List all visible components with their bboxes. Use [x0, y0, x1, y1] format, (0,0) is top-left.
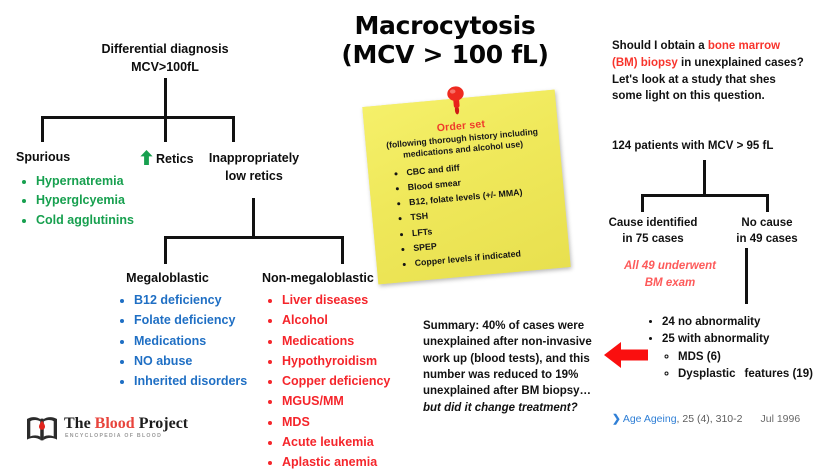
- tree-connector-drop-retics: [164, 116, 167, 142]
- bm-exam-line1: All 49 underwent: [623, 260, 717, 272]
- left-arrow-icon: [604, 341, 648, 369]
- page-title-line2: (MCV > 100 fL): [341, 39, 549, 69]
- branch-label-spurious: Spurious: [16, 150, 71, 164]
- logo-word-the: The: [64, 415, 95, 432]
- cause-identified-label: Cause identified in 75 cases: [606, 215, 700, 248]
- list-item: Alcohol: [282, 310, 390, 330]
- no-cause-line2: in 49 cases: [736, 233, 798, 246]
- brand-logo-text: The Blood Project: [64, 415, 188, 433]
- dysplastic-rest: features (19): [744, 367, 813, 380]
- differential-diagnosis-heading: Differential diagnosis MCV>100fL: [60, 40, 270, 76]
- low-retics-line2: low retics: [225, 168, 283, 183]
- list-item: Liver diseases: [282, 290, 390, 310]
- bm-exam-annotation: All 49 underwent BM exam: [608, 258, 732, 291]
- branch-label-inappropriately-low-retics: Inappropriately low retics: [200, 150, 308, 185]
- question-highlight: bone marrow (BM) biopsy: [612, 40, 781, 69]
- list-item: 24 no abnormality: [662, 314, 820, 331]
- list-item: Dysplastic features (19): [678, 366, 820, 383]
- no-cause-line1: No cause: [741, 217, 793, 229]
- list-item: Acute leukemia: [282, 432, 390, 452]
- chevron-right-icon: ❯: [612, 413, 621, 425]
- list-item: Copper deficiency: [282, 371, 390, 391]
- list-item: Folate deficiency: [134, 310, 247, 330]
- no-cause-label: No cause in 49 cases: [722, 215, 812, 248]
- list-item: 25 with abnormality MDS (6) Dysplastic fe…: [662, 331, 820, 383]
- branch-label-retics: Retics: [140, 150, 194, 168]
- cause-identified-line2: in 75 cases: [622, 233, 684, 246]
- list-item-label: 25 with abnormality: [662, 333, 770, 346]
- up-arrow-icon: [140, 150, 153, 168]
- logo-word-blood: Blood: [94, 415, 135, 432]
- brand-tagline: ENCYCLOPEDIA OF BLOOD: [65, 433, 163, 439]
- question-part1: Should I obtain a: [612, 40, 708, 52]
- dd-heading-line1: Differential diagnosis: [101, 42, 229, 56]
- push-pin-icon: [442, 84, 471, 116]
- list-item: MDS: [282, 412, 390, 432]
- study-tree-bar: [641, 194, 768, 197]
- low-retics-line1: Inappropriately: [208, 151, 300, 165]
- list-item: NO abuse: [134, 351, 247, 371]
- list-item: Cold agglutinins: [36, 211, 134, 230]
- list-item: B12 deficiency: [134, 290, 247, 310]
- tree-connector-drop-spurious: [41, 116, 44, 142]
- list-item: Medications: [134, 331, 247, 351]
- page-title: Macrocytosis (MCV > 100 fL): [310, 11, 580, 70]
- order-set-list: CBC and diff Blood smear B12, folate lev…: [394, 155, 529, 272]
- tree-connector-drop-low-retics: [232, 116, 235, 142]
- list-item: Hypothyroidism: [282, 351, 390, 371]
- study-tree-drop-bm-findings: [745, 248, 748, 304]
- list-item: Hypernatremia: [36, 172, 134, 191]
- question-part2: in unexplained cases? Let's look at a st…: [612, 56, 804, 103]
- dd-heading-line2: MCV>100fL: [131, 60, 199, 75]
- study-question: Should I obtain a bone marrow (BM) biops…: [612, 38, 808, 105]
- list-item: MDS (6): [678, 349, 820, 366]
- list-item: MGUS/MM: [282, 391, 390, 411]
- list-item: Medications: [282, 331, 390, 351]
- tree-connector-bar-level2: [164, 236, 344, 239]
- tree-connector-drop-megaloblastic: [164, 236, 167, 264]
- nonmegaloblastic-heading: Non-megaloblastic: [262, 271, 374, 285]
- cause-identified-line1: Cause identified: [608, 217, 698, 229]
- tree-connector-bar-level1: [41, 116, 235, 119]
- logo-word-project: Project: [134, 415, 189, 432]
- open-book-icon: [26, 416, 58, 442]
- page-title-line1: Macrocytosis: [354, 11, 536, 40]
- nonmegaloblastic-causes-list: Liver diseases Alcohol Medications Hypot…: [268, 290, 390, 472]
- tree-connector-stem-level2: [252, 198, 255, 236]
- summary-main: Summary: 40% of cases were unexplained a…: [423, 320, 592, 398]
- list-item: Inherited disorders: [134, 371, 247, 391]
- citation-journal[interactable]: Age Ageing: [622, 413, 677, 425]
- spurious-causes-list: Hypernatremia Hyperglcyemia Cold aggluti…: [22, 172, 134, 230]
- dysplastic-word: Dysplastic: [678, 367, 736, 380]
- citation-details: , 25 (4), 310-2: [676, 413, 743, 425]
- list-item: Hyperglcyemia: [36, 191, 134, 210]
- bm-exam-line2: BM exam: [644, 276, 696, 289]
- study-tree-drop-no-cause: [766, 194, 769, 212]
- study-tree-stem: [703, 160, 706, 194]
- summary-question: but did it change treatment?: [423, 401, 578, 414]
- branch-label-retics-text: Retics: [156, 152, 194, 166]
- tree-connector-stem-level1: [164, 78, 167, 116]
- megaloblastic-causes-list: B12 deficiency Folate deficiency Medicat…: [120, 290, 247, 391]
- bm-abnormality-sublist: MDS (6) Dysplastic features (19): [662, 349, 820, 384]
- citation-date: Jul 1996: [760, 413, 801, 425]
- tree-connector-drop-nonmegaloblastic: [341, 236, 344, 264]
- megaloblastic-heading: Megaloblastic: [126, 271, 209, 285]
- study-cohort-label: 124 patients with MCV > 95 fL: [612, 140, 774, 152]
- citation[interactable]: ❯Age Ageing, 25 (4), 310-2 Jul 1996: [612, 413, 800, 425]
- bm-findings-list: 24 no abnormality 25 with abnormality MD…: [648, 314, 820, 383]
- list-item: Aplastic anemia: [282, 452, 390, 472]
- summary-text: Summary: 40% of cases were unexplained a…: [423, 318, 608, 416]
- study-tree-drop-cause-identified: [641, 194, 644, 212]
- order-set-sticky-note: Order set (following thorough history in…: [362, 86, 571, 285]
